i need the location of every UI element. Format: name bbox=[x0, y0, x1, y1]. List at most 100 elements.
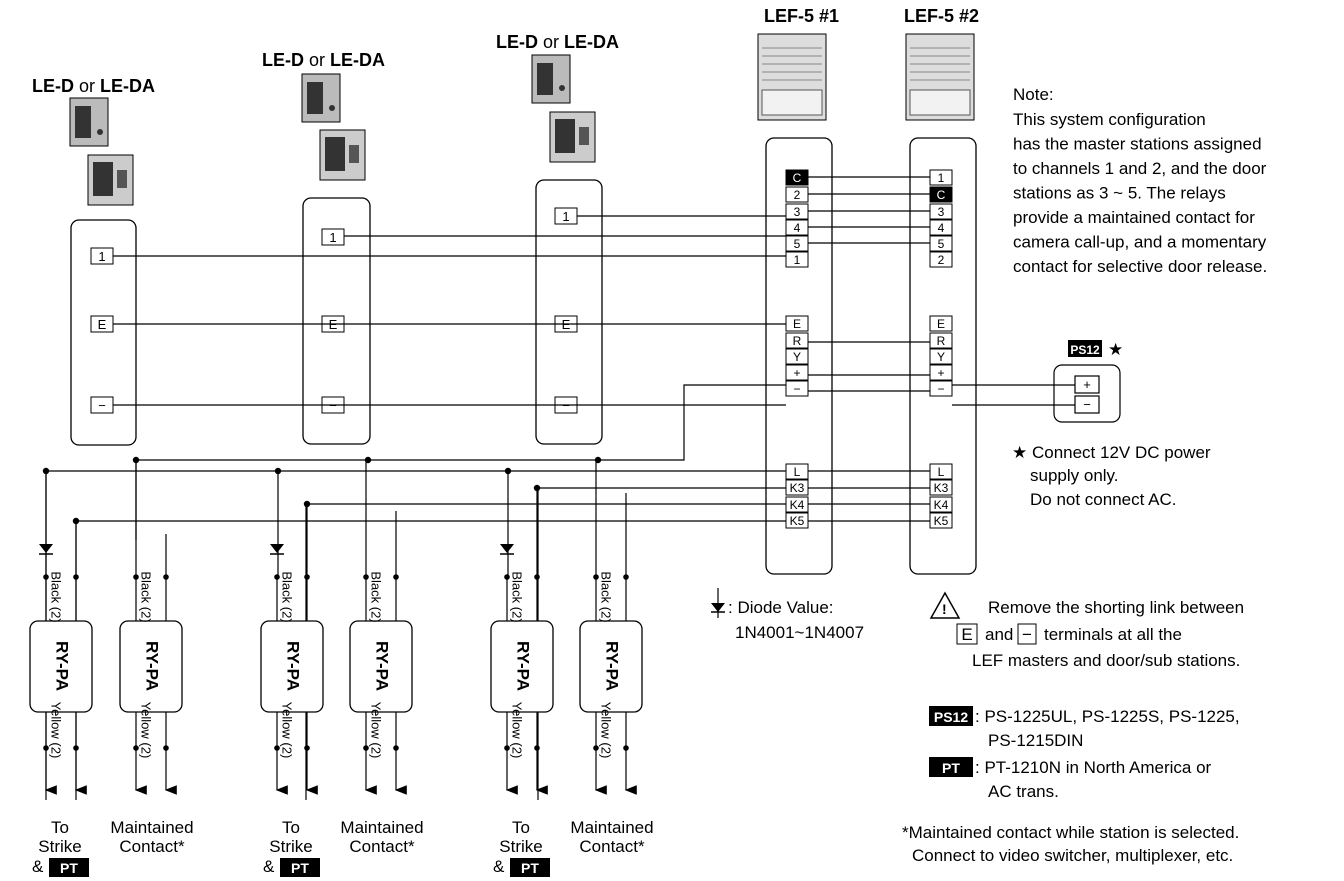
warning-line-2: terminals at all the bbox=[1044, 625, 1182, 644]
master-terminal-label: K5 bbox=[790, 514, 805, 528]
ps12-badge: PS12 bbox=[1070, 343, 1100, 357]
lead-dot bbox=[623, 574, 629, 580]
strike-relay-label: RY-PA bbox=[53, 641, 72, 691]
master-terminal-label: 4 bbox=[794, 221, 801, 235]
maintained-label: Maintained bbox=[570, 818, 653, 837]
power-note-line-2: supply only. bbox=[1030, 466, 1119, 485]
lead-dot bbox=[304, 574, 310, 580]
master-station-1-label: LEF-5 #1 bbox=[764, 6, 839, 26]
master-terminal-label: K3 bbox=[934, 481, 949, 495]
lead-dot bbox=[534, 745, 540, 751]
lead-dot bbox=[73, 574, 79, 580]
master-terminal-label: 1 bbox=[794, 253, 801, 267]
strike-label: Strike bbox=[499, 837, 542, 856]
master-terminal-box bbox=[929, 364, 953, 381]
master-terminal-label: R bbox=[937, 334, 946, 348]
master-terminal-label: + bbox=[793, 366, 800, 380]
junction-dot bbox=[533, 484, 541, 492]
maintained-relay-label: RY-PA bbox=[373, 641, 392, 691]
pt-legend-badge: PT bbox=[942, 760, 960, 776]
master-terminal-label: E bbox=[793, 317, 801, 331]
lead-dot bbox=[274, 574, 280, 580]
strike-label: Strike bbox=[38, 837, 81, 856]
lead-dot bbox=[43, 745, 49, 751]
door-station-icon bbox=[531, 54, 596, 163]
door-station-3-label: LE-D or LE-DA bbox=[496, 32, 619, 52]
svg-text:!: ! bbox=[942, 601, 947, 617]
maintained-wire-label: Black (2) bbox=[139, 571, 154, 622]
junction-dot bbox=[303, 500, 311, 508]
door-station-1-label: LE-D or LE-DA bbox=[32, 76, 155, 96]
master-terminal-label: K4 bbox=[790, 498, 805, 512]
door-station-1-terminal-1: 1 bbox=[98, 249, 105, 264]
master-terminal-label: Y bbox=[793, 350, 801, 364]
lead-dot bbox=[534, 574, 540, 580]
junction-dot bbox=[594, 456, 602, 464]
junction-dot bbox=[274, 467, 282, 475]
lead-dot bbox=[593, 574, 599, 580]
door-station-3: LE-D or LE-DA 1 E − bbox=[496, 32, 619, 445]
note-line: provide a maintained contact for bbox=[1013, 208, 1255, 227]
note-line: stations as 3 ~ 5. The relays bbox=[1013, 184, 1226, 203]
master-terminal-box bbox=[929, 380, 953, 397]
to-strike-label: To bbox=[51, 818, 69, 837]
pt-legend-line-1: : PT-1210N in North America or bbox=[975, 758, 1212, 777]
lead-dot bbox=[623, 745, 629, 751]
door-station-2: LE-D or LE-DA 1 E − bbox=[262, 50, 385, 445]
pt-badge bbox=[49, 858, 89, 877]
note-line: to channels 1 and 2, and the door bbox=[1013, 159, 1267, 178]
strike-wire-label: Yellow (2) bbox=[280, 702, 295, 759]
door-station-1-terminal-block bbox=[70, 219, 137, 446]
warning-line-3: LEF masters and door/sub stations. bbox=[972, 651, 1240, 670]
lead-dot bbox=[133, 745, 139, 751]
door-station-1-terminal-minus: − bbox=[98, 398, 106, 413]
warning-and: and bbox=[985, 625, 1013, 644]
master-terminal-box bbox=[929, 315, 953, 332]
diode-value-label: : Diode Value: bbox=[728, 598, 834, 617]
power-terminal-plus: + bbox=[1083, 377, 1091, 392]
master-station-1-terminal-block bbox=[765, 137, 833, 575]
warning-note: ! Remove the shorting link between E and… bbox=[929, 591, 1244, 670]
relay-wires bbox=[275, 459, 407, 795]
maintained-relay-box bbox=[349, 620, 413, 713]
footnote-line-1: *Maintained contact while station is sel… bbox=[902, 823, 1239, 842]
maintained-wire-label: Yellow (2) bbox=[599, 702, 614, 759]
lead-dot bbox=[504, 574, 510, 580]
master-station-icon bbox=[905, 33, 975, 121]
door-station-2-label: LE-D or LE-DA bbox=[262, 50, 385, 70]
strike-relay-box bbox=[29, 620, 93, 713]
lead-dot bbox=[304, 745, 310, 751]
note-title: Note: bbox=[1013, 85, 1054, 104]
master-terminal-box bbox=[785, 364, 809, 381]
lead-dot bbox=[593, 745, 599, 751]
master-station-icon bbox=[757, 33, 827, 121]
diode-value: 1N4001~1N4007 bbox=[735, 623, 864, 642]
master-terminal-label: − bbox=[793, 382, 800, 396]
junction-dot bbox=[42, 467, 50, 475]
junction-dot bbox=[364, 456, 372, 464]
diode-legend: : Diode Value: 1N4001~1N4007 bbox=[711, 588, 864, 642]
pt-legend-line-2: AC trans. bbox=[988, 782, 1059, 801]
power-terminal-minus: − bbox=[1083, 397, 1091, 412]
note-line: has the master stations assigned bbox=[1013, 135, 1262, 154]
warning-terminal-e: E bbox=[961, 625, 972, 644]
master-terminal-label: 3 bbox=[938, 205, 945, 219]
maintained-relay-label: RY-PA bbox=[143, 641, 162, 691]
ampersand-label: & bbox=[493, 857, 505, 876]
master-terminal-label: 2 bbox=[938, 253, 945, 267]
strike-wire-label: Yellow (2) bbox=[510, 702, 525, 759]
relay-wires bbox=[44, 460, 177, 795]
contact-label: Contact* bbox=[119, 837, 185, 856]
lead-dot bbox=[73, 745, 79, 751]
lead-dot bbox=[393, 574, 399, 580]
master-station-2-terminal-block bbox=[909, 137, 977, 575]
warning-line-1: Remove the shorting link between bbox=[988, 598, 1244, 617]
master-terminal-label: 5 bbox=[938, 237, 945, 251]
contact-label: Contact* bbox=[579, 837, 645, 856]
door-station-icon bbox=[301, 73, 366, 181]
